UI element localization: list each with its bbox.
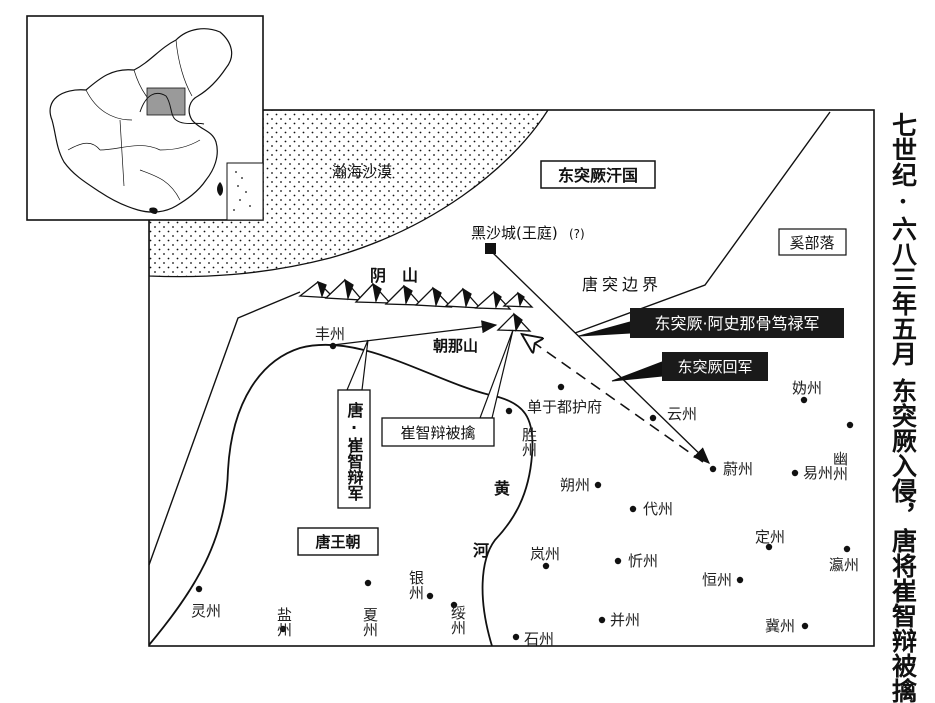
city-label: 恒州: [702, 571, 732, 589]
city-dot: [195, 585, 203, 593]
city-dot: [557, 383, 565, 391]
city-label: 岚州: [530, 545, 560, 563]
xi-tribe-box: [778, 228, 847, 256]
capture-label: 崔智辩被擒: [400, 424, 475, 442]
map-title-line2: 东突厥入侵，唐将崔智辩被擒: [888, 378, 918, 703]
returning-army-box: [662, 352, 768, 381]
capital-query-label: (?): [569, 227, 585, 241]
tang-army-label: 唐·崔智辩军: [345, 401, 364, 502]
tang-dynasty-label: 唐王朝: [315, 533, 360, 551]
yin-mountain-label: 阴 山: [370, 266, 418, 285]
city-dot: [736, 576, 744, 584]
chaona-mountain: [496, 312, 532, 332]
capture-box: [381, 417, 495, 447]
city-dot: [512, 633, 520, 641]
city-label: 蔚州: [723, 460, 753, 478]
capital-label: 黑沙城(王庭): [471, 224, 558, 242]
map-title-line1: 七世纪·六八三年五月: [888, 112, 918, 366]
border-line: [574, 111, 831, 334]
city-dot: [364, 579, 372, 587]
return-route: [523, 335, 704, 463]
inset-islands: [233, 171, 251, 211]
city-label: 妫州: [792, 379, 822, 397]
city-label: 灵州: [191, 602, 221, 620]
city-label: 盐州: [275, 607, 293, 637]
city-label: 胜州: [520, 427, 538, 457]
capital-marker: [485, 243, 496, 254]
invading-army-box: [630, 308, 844, 338]
inset-taiwan: [217, 182, 223, 196]
invasion-route: [492, 252, 711, 464]
city-label: 并州: [610, 611, 640, 629]
tang-dynasty-box: [297, 527, 379, 556]
city-dot: [329, 342, 337, 350]
city-label: 石州: [524, 630, 554, 648]
city-dot: [801, 622, 809, 630]
desert-label: 瀚海沙漠: [332, 163, 392, 181]
returning-army-label: 东突厥回军: [677, 358, 752, 376]
yellow-river-label-1: 黄: [494, 479, 510, 498]
xi-tribe-label: 奚部落: [789, 234, 834, 252]
inset-highlight-region: [146, 87, 186, 116]
yellow-river-label-2: 河: [473, 541, 489, 560]
city-dot: [426, 592, 434, 600]
city-label: 单于都护府: [527, 398, 602, 416]
historical-map: 瀚海沙漠 东突厥汗国 黑沙城(王庭) (?) 奚部落 阴 山 唐突边界 朝那山 …: [26, 15, 875, 648]
inset-province-lines: [67, 39, 201, 201]
city-label: 瀛州: [829, 556, 859, 574]
city-label: 忻州: [628, 552, 658, 570]
yin-mountains: [298, 278, 534, 310]
border-label: 唐突边界: [582, 275, 662, 294]
yellow-river: [148, 343, 534, 647]
city-dot: [450, 601, 458, 609]
city-dot: [649, 414, 657, 422]
city-dot: [279, 625, 287, 633]
city-label: 易州: [803, 464, 833, 482]
tang-army-box: [337, 389, 371, 509]
city-dot: [846, 421, 854, 429]
border-line-west: [148, 291, 301, 566]
inset-south-sea-box: [226, 162, 264, 221]
city-dot: [791, 469, 799, 477]
city-dot: [800, 396, 808, 404]
chaona-mountain-label: 朝那山: [433, 337, 478, 355]
city-label: 绥州: [449, 605, 467, 635]
tang-army-route: [332, 320, 498, 346]
city-dot: [598, 616, 606, 624]
inset-china-outline: [49, 28, 233, 213]
inset-hainan: [149, 207, 158, 214]
city-dot: [629, 505, 637, 513]
inset-map: [26, 15, 264, 221]
city-label: 云州: [667, 405, 697, 423]
city-label: 夏州: [361, 607, 379, 637]
invading-army-label: 东突厥·阿史那骨笃禄军: [654, 314, 819, 333]
city-dot: [505, 407, 513, 415]
city-dot: [594, 481, 602, 489]
khanate-label: 东突厥汗国: [558, 166, 638, 185]
city-label: 定州: [755, 528, 785, 546]
city-dot: [542, 562, 550, 570]
city-dot: [843, 545, 851, 553]
map-title: 七世纪·六八三年五月 东突厥入侵，唐将崔智辩被擒: [889, 112, 929, 703]
inset-frame: [26, 15, 264, 221]
city-label: 银州: [407, 570, 425, 600]
city-dot: [765, 543, 773, 551]
city-label: 朔州: [560, 476, 590, 494]
city-label: 幽州: [831, 451, 849, 481]
inset-yellow-river: [139, 92, 205, 125]
city-label: 丰州: [315, 325, 345, 343]
city-label: 代州: [643, 500, 673, 518]
khanate-box: [540, 160, 656, 189]
city-dot: [709, 465, 717, 473]
city-label: 冀州: [765, 617, 795, 635]
city-dot: [614, 557, 622, 565]
